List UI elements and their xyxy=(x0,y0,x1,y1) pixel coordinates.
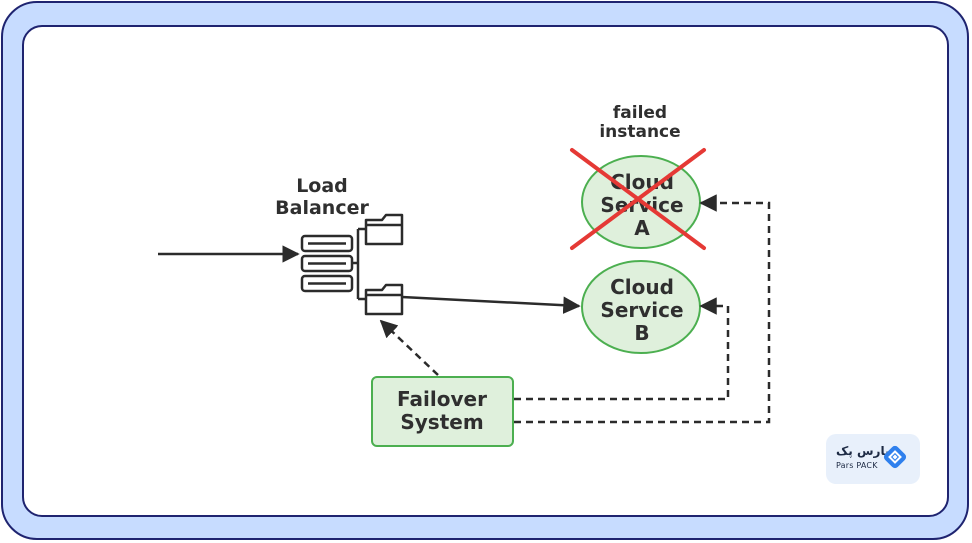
server-icon xyxy=(300,234,354,293)
failover-system-node xyxy=(371,376,514,447)
failed-instance-label-line2: instance xyxy=(599,122,680,142)
folder-icon xyxy=(364,283,404,316)
load-balancer-label-line2: Balancer xyxy=(275,197,369,219)
logo-text-en: Pars PACK xyxy=(836,461,878,470)
failover-label-line2: System xyxy=(400,410,483,434)
failover-to-service-a-arrow xyxy=(514,194,771,424)
failover-label-line1: Failover xyxy=(397,387,487,411)
pars-pack-logo: پارس پک Pars PACK xyxy=(826,434,920,484)
service-b-label-line2: Service xyxy=(600,298,683,322)
load-balancer-label-line1: Load xyxy=(296,175,348,197)
service-b-label-line1: Cloud xyxy=(610,275,674,299)
failed-instance-label-line1: failed xyxy=(613,103,667,123)
failed-cross-icon xyxy=(570,148,706,250)
failover-to-load-balancer-arrow xyxy=(379,319,439,376)
service-a-label-line1: Cloud xyxy=(610,170,674,194)
folder-icon xyxy=(364,213,404,246)
service-a-label-line3: A xyxy=(634,216,650,240)
pars-pack-logo-icon xyxy=(883,445,907,469)
load-balancer-branch xyxy=(352,227,366,301)
logo-text-fa: پارس پک xyxy=(836,444,890,458)
route-to-service-b xyxy=(401,295,581,314)
service-b-label-line3: B xyxy=(634,321,649,345)
